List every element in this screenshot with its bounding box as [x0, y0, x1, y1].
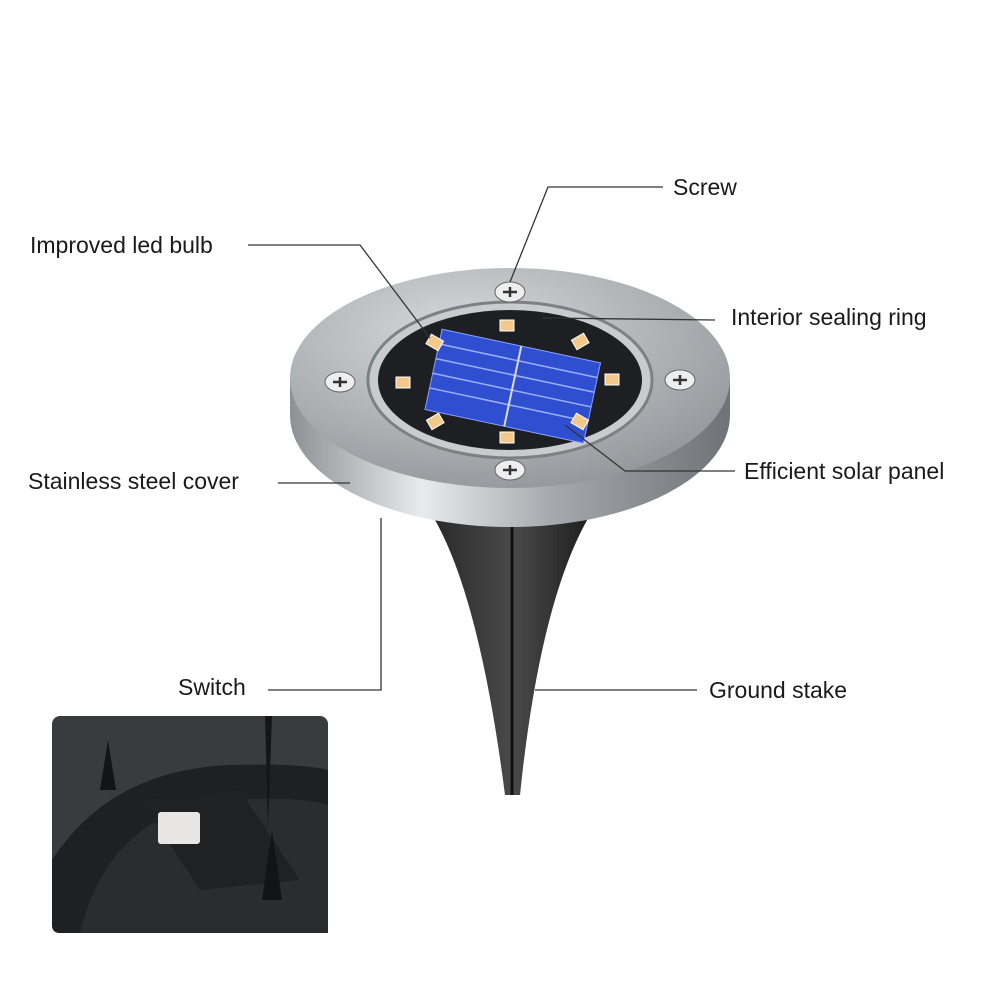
solar-panel [424, 328, 602, 444]
screw-icon [494, 459, 526, 481]
label-steel-cover: Stainless steel cover [28, 468, 239, 494]
screws [324, 281, 696, 481]
led-bulb [499, 319, 515, 332]
label-switch: Switch [178, 674, 246, 700]
led-bulb [425, 412, 445, 431]
leader-ring [541, 317, 716, 321]
led-bulb [604, 373, 620, 386]
label-sealing-ring: Interior sealing ring [731, 304, 927, 330]
screw-icon [494, 281, 526, 303]
leader-lines [248, 186, 735, 691]
label-ground-stake: Ground stake [709, 677, 848, 703]
leader-screw [509, 186, 663, 283]
label-screw: Screw [673, 174, 737, 200]
led-bulbs [395, 319, 620, 444]
led-bulb [570, 412, 590, 431]
leader-solar [564, 424, 735, 472]
screw-icon [664, 369, 696, 391]
leader-led [248, 244, 431, 339]
label-solar-panel: Efficient solar panel [744, 458, 945, 484]
screw-icon [324, 371, 356, 393]
led-bulb [570, 332, 590, 351]
switch-inset-photo [52, 716, 328, 933]
switch-button [158, 812, 200, 844]
label-led-bulb: Improved led bulb [30, 232, 213, 258]
led-bulb [425, 333, 445, 352]
led-bulb [395, 376, 411, 389]
led-bulb [499, 431, 515, 444]
leader-switch [268, 518, 382, 691]
